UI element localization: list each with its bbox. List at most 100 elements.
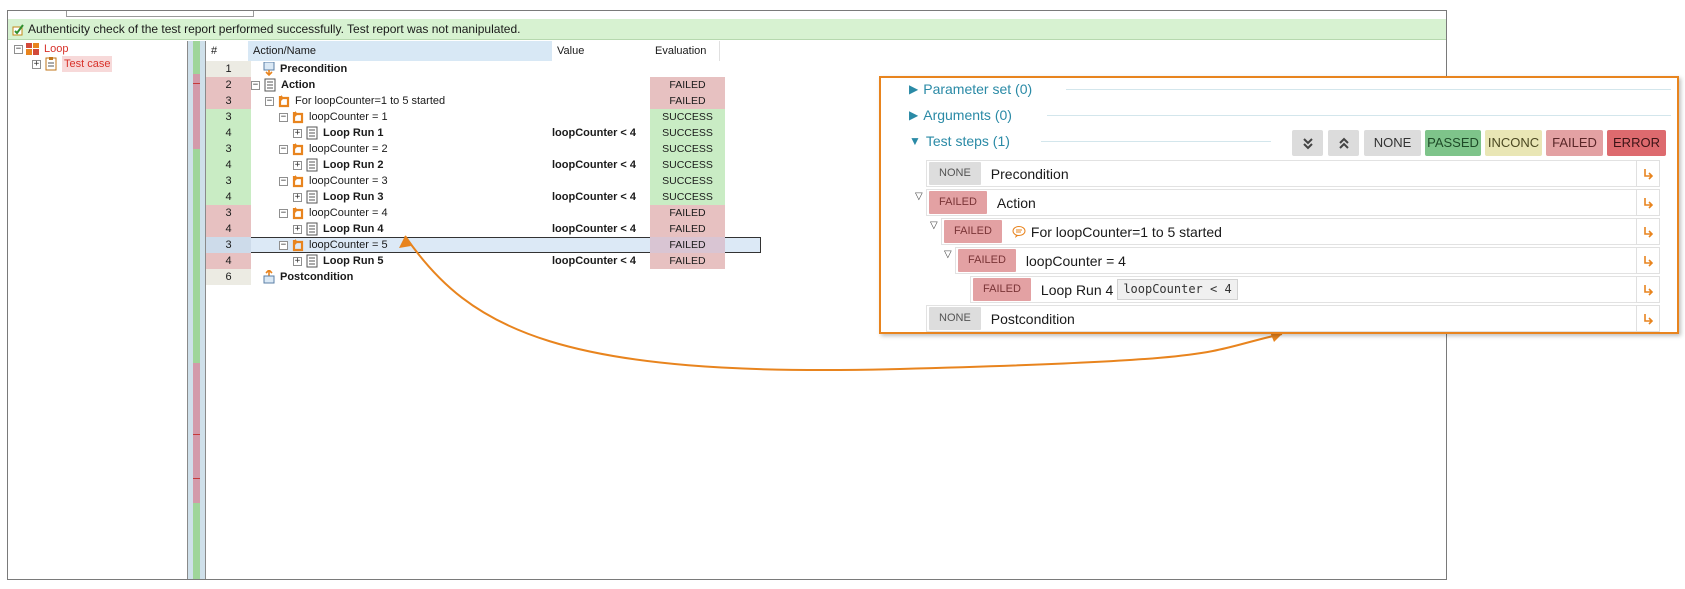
collapse-toggle[interactable]: − [251, 79, 260, 90]
row-name: loopCounter = 2 [309, 143, 388, 155]
step-label: Action [996, 194, 1036, 211]
window-tab[interactable] [66, 11, 254, 17]
expand-toggle[interactable]: + [293, 127, 302, 138]
collapse-all-button[interactable] [1328, 130, 1359, 156]
filter-none-button[interactable]: NONE [1364, 130, 1421, 156]
filter-error-button[interactable]: ERROR [1607, 130, 1666, 156]
collapse-toggle[interactable]: − [279, 143, 288, 154]
table-row[interactable]: 3 − loopCounter = 2 SUCCESS [206, 141, 766, 157]
section-title: Test steps (1) [925, 133, 1010, 149]
expand-all-icon [1302, 138, 1313, 150]
expand-toggle[interactable]: + [293, 255, 302, 266]
collapse-caret-icon[interactable]: ▽ [915, 191, 923, 202]
row-name: Loop Run 5 [323, 255, 384, 267]
jump-link-button[interactable] [1636, 247, 1660, 274]
tree-item-test-case[interactable]: + Test case [32, 56, 113, 72]
table-row[interactable]: 4 + Loop Run 4 loopCounter < 4 FAILED [206, 221, 766, 237]
row-name-cell: Postcondition [262, 269, 353, 285]
ruler-failed-marker[interactable] [193, 74, 200, 149]
expand-all-button[interactable] [1292, 130, 1323, 156]
ruler-failed-marker[interactable] [193, 363, 200, 503]
collapse-toggle[interactable]: − [14, 43, 23, 54]
jump-link-button[interactable] [1636, 189, 1660, 216]
collapse-toggle[interactable]: − [279, 207, 288, 218]
check-edit-icon [12, 24, 24, 36]
table-row-selected[interactable]: 3 − loopCounter = 5 FAILED [206, 237, 761, 253]
row-evaluation: SUCCESS [650, 141, 725, 157]
test-steps-detail-panel: ▶ Parameter set (0) ▶ Arguments (0) ▼ Te… [879, 76, 1679, 334]
step-row-loop-counter[interactable]: FAILED loopCounter = 4 [955, 247, 1660, 274]
table-row[interactable]: 3 − loopCounter = 1 SUCCESS [206, 109, 766, 125]
expand-triangle-icon: ▶ [909, 108, 919, 122]
table-row[interactable]: 6 Postcondition [206, 269, 766, 285]
step-row-action[interactable]: FAILED Action [926, 189, 1660, 216]
row-name-cell: + Loop Run 5 [293, 253, 384, 269]
row-evaluation: FAILED [650, 237, 725, 253]
table-row[interactable]: 3 − loopCounter = 3 SUCCESS [206, 173, 766, 189]
section-arguments[interactable]: ▶ Arguments (0) [909, 104, 1012, 126]
expand-toggle[interactable]: + [293, 223, 302, 234]
ruler-tick [193, 478, 200, 479]
collapse-toggle[interactable]: − [279, 111, 288, 122]
row-name: Precondition [280, 63, 348, 75]
ruler-tick [193, 434, 200, 435]
row-name-cell: − For loopCounter=1 to 5 started [265, 93, 445, 109]
expand-toggle[interactable]: + [293, 159, 302, 170]
collapse-toggle[interactable]: − [279, 175, 288, 186]
row-name-cell: − loopCounter = 5 [279, 237, 388, 253]
table-row[interactable]: 3 − loopCounter = 4 FAILED [206, 205, 766, 221]
collapse-caret-icon[interactable]: ▽ [930, 220, 938, 231]
precondition-icon [263, 62, 275, 76]
action-list-icon [306, 190, 318, 204]
section-title: Parameter set (0) [923, 81, 1033, 97]
row-number: 4 [206, 189, 251, 205]
section-parameter-set[interactable]: ▶ Parameter set (0) [909, 78, 1032, 100]
jump-link-button[interactable] [1636, 305, 1660, 332]
loop-icon [292, 143, 304, 156]
loop-icon [292, 207, 304, 220]
action-list-icon [306, 158, 318, 172]
table-row[interactable]: 3 − For loopCounter=1 to 5 started FAILE… [206, 93, 766, 109]
jump-link-button[interactable] [1636, 160, 1660, 187]
action-list-icon [306, 126, 318, 140]
step-row-postcondition[interactable]: NONE Postcondition [926, 305, 1660, 332]
tree-item-loop[interactable]: − Loop [14, 41, 68, 57]
table-row[interactable]: 4 + Loop Run 2 loopCounter < 4 SUCCESS [206, 157, 766, 173]
filter-failed-button[interactable]: FAILED [1546, 130, 1603, 156]
table-row[interactable]: 4 + Loop Run 3 loopCounter < 4 SUCCESS [206, 189, 766, 205]
table-row[interactable]: 1 Precondition [206, 61, 766, 77]
step-row-precondition[interactable]: NONE Precondition [926, 160, 1660, 187]
expand-toggle[interactable]: + [32, 58, 41, 69]
collapse-all-icon [1338, 137, 1349, 149]
collapse-toggle[interactable]: − [265, 95, 274, 106]
row-name: Loop Run 1 [323, 127, 384, 139]
filter-passed-button[interactable]: PASSED [1425, 130, 1481, 156]
collapse-caret-icon[interactable]: ▽ [944, 249, 952, 260]
expand-toggle[interactable]: + [293, 191, 302, 202]
section-test-steps[interactable]: ▼ Test steps (1) [909, 130, 1010, 152]
row-name: Postcondition [280, 271, 354, 283]
col-header-eval[interactable]: Evaluation [650, 41, 720, 61]
col-header-name[interactable]: Action/Name [248, 41, 552, 61]
step-row-loop-run[interactable]: FAILED Loop Run 4 loopCounter < 4 [970, 276, 1660, 303]
row-value: loopCounter < 4 [552, 159, 637, 171]
jump-link-button[interactable] [1636, 276, 1660, 303]
ruler-tick [193, 83, 200, 84]
row-number: 3 [206, 205, 251, 221]
collapse-toggle[interactable]: − [279, 239, 288, 250]
section-divider [1066, 89, 1671, 90]
table-row[interactable]: 4 + Loop Run 5 loopCounter < 4 FAILED [206, 253, 766, 269]
table-row[interactable]: 4 + Loop Run 1 loopCounter < 4 SUCCESS [206, 125, 766, 141]
col-header-value[interactable]: Value [557, 45, 585, 57]
filter-inconc-button[interactable]: INCONC [1485, 130, 1542, 156]
tree-label-test-case: Test case [62, 56, 113, 72]
row-evaluation: SUCCESS [650, 189, 725, 205]
table-row[interactable]: 2 − Action FAILED [206, 77, 766, 93]
row-name-cell: − Action [251, 77, 315, 93]
col-header-num[interactable]: # [211, 45, 218, 57]
step-row-for-loop[interactable]: FAILED For loopCounter=1 to 5 started [941, 218, 1660, 245]
row-number: 1 [206, 61, 251, 77]
row-number: 3 [206, 237, 251, 253]
jump-link-button[interactable] [1636, 218, 1660, 245]
